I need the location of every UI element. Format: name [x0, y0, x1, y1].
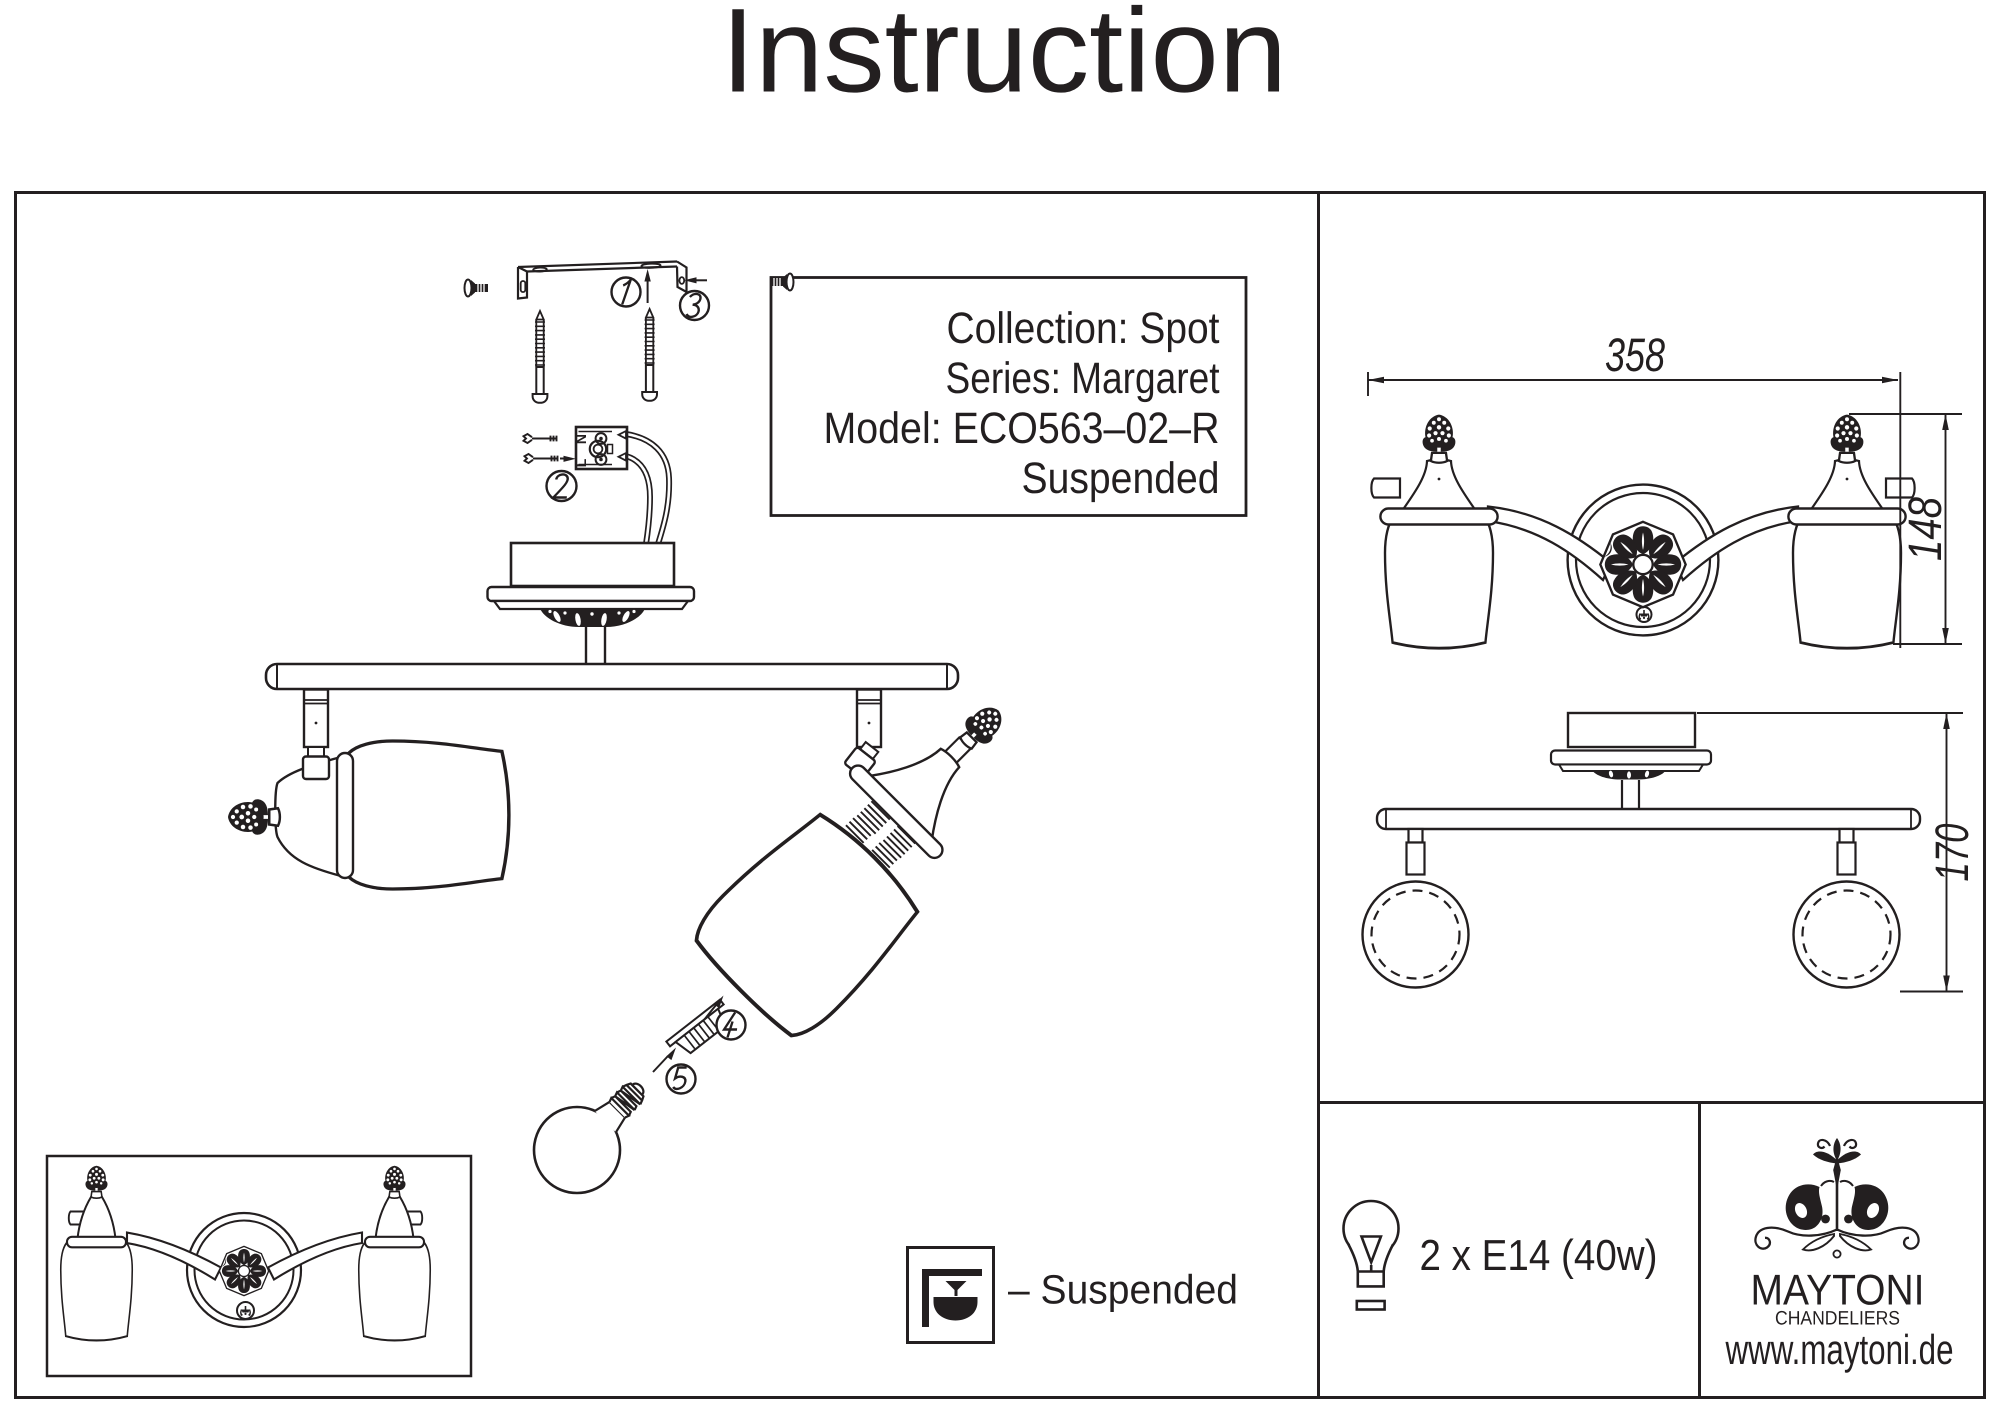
svg-text:CHANDELIERS: CHANDELIERS	[1775, 1308, 1900, 1330]
svg-text:Series: Margaret: Series: Margaret	[946, 354, 1220, 403]
svg-text:170: 170	[1925, 824, 1978, 882]
svg-text:2 x E14 (40w): 2 x E14 (40w)	[1420, 1232, 1658, 1280]
svg-text:Suspended: Suspended	[1022, 454, 1220, 503]
svg-text:358: 358	[1605, 328, 1665, 381]
svg-text:MAYTONI: MAYTONI	[1751, 1267, 1925, 1315]
svg-text:N: N	[573, 434, 589, 444]
svg-text:Model: ECO563–02–R: Model: ECO563–02–R	[824, 404, 1220, 453]
svg-text:148: 148	[1898, 497, 1951, 561]
svg-text:L: L	[573, 458, 589, 467]
svg-text:www.maytoni.de: www.maytoni.de	[1725, 1326, 1954, 1373]
svg-text:Instruction: Instruction	[721, 0, 1287, 118]
svg-text:Collection: Spot: Collection: Spot	[947, 304, 1220, 353]
svg-text:– Suspended: – Suspended	[1008, 1267, 1238, 1313]
